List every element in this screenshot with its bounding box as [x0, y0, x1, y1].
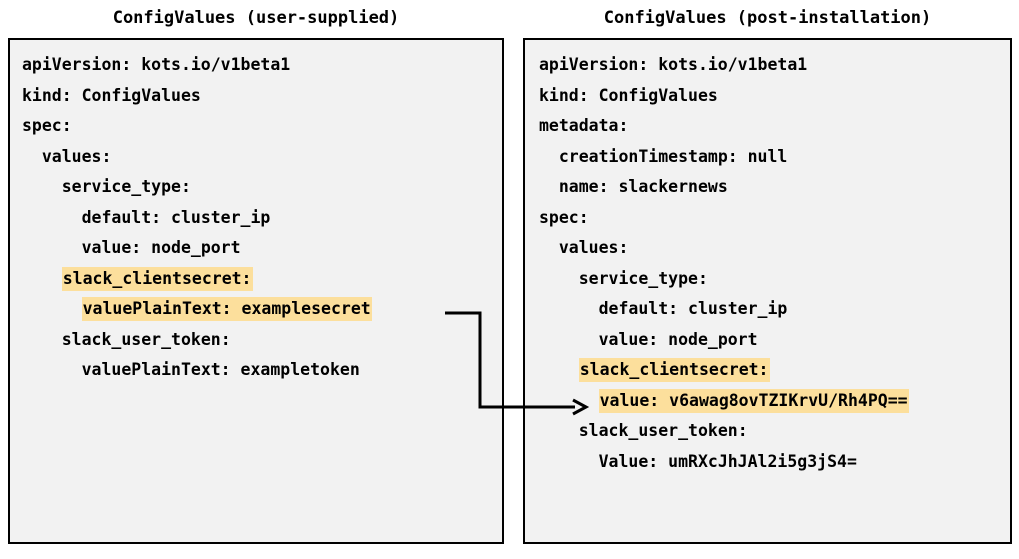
line-text: default: cluster_ip [81, 207, 271, 227]
line-text: metadata: [539, 116, 629, 135]
line-indent [539, 147, 559, 166]
right-panel-title: ConfigValues (post-installation) [603, 8, 932, 28]
line-text: valuePlainText: exampletoken [81, 360, 360, 379]
config-line: service_type: [525, 264, 1010, 295]
line-indent [539, 330, 599, 349]
config-line: name: slackernews [525, 172, 1010, 203]
line-text: value: node_port [598, 329, 758, 349]
config-line: slack_user_token: [525, 416, 1010, 447]
line-text: name: slackernews [558, 177, 728, 196]
config-line: metadata: [525, 111, 1010, 142]
config-line: default: cluster_ip [525, 294, 1010, 325]
line-indent [539, 360, 579, 379]
line-text: kind: ConfigValues [539, 85, 718, 105]
config-line: spec: [10, 111, 502, 142]
config-line: valuePlainText: examplesecret [10, 294, 502, 325]
line-indent [539, 299, 599, 318]
line-indent [22, 177, 62, 196]
config-line: service_type: [10, 172, 502, 203]
line-text: slack_user_token: [578, 421, 748, 440]
line-indent [22, 269, 62, 288]
config-line: slack_user_token: [10, 325, 502, 356]
line-text: value: node_port [81, 238, 241, 257]
line-text: slack_user_token: [61, 329, 231, 349]
config-line: creationTimestamp: null [525, 142, 1010, 173]
config-line: valuePlainText: exampletoken [10, 355, 502, 386]
line-text: creationTimestamp: null [558, 146, 788, 166]
right-config-panel: apiVersion: kots.io/v1beta1 kind: ConfigV… [523, 38, 1012, 544]
config-line: values: [525, 233, 1010, 264]
line-text: default: cluster_ip [598, 299, 788, 318]
config-line: values: [10, 142, 502, 173]
line-text: values: [41, 146, 112, 166]
config-line: value: v6awag8ovTZIKrvU/Rh4PQ== [525, 386, 1010, 417]
config-line: kind: ConfigValues [10, 81, 502, 112]
left-panel-title: ConfigValues (user-supplied) [112, 8, 400, 28]
config-line: default: cluster_ip [10, 203, 502, 234]
config-line: apiVersion: kots.io/v1beta1 [525, 50, 1010, 81]
line-indent [22, 238, 82, 257]
line-indent [539, 269, 579, 288]
line-indent [22, 360, 82, 379]
config-line: Value: umRXcJhJAl2i5g3jS4= [525, 447, 1010, 478]
line-indent [22, 208, 82, 227]
line-indent [539, 177, 559, 196]
config-line: value: node_port [525, 325, 1010, 356]
highlighted-line-text: valuePlainText: examplesecret [81, 297, 372, 321]
highlighted-line-text: slack_clientsecret: [578, 358, 770, 382]
line-text: service_type: [61, 177, 191, 196]
config-line: slack_clientsecret: [10, 264, 502, 295]
config-line: apiVersion: kots.io/v1beta1 [10, 50, 502, 81]
left-config-lines: apiVersion: kots.io/v1beta1 kind: ConfigV… [10, 50, 502, 386]
line-text: apiVersion: kots.io/v1beta1 [22, 55, 291, 74]
line-indent [539, 452, 599, 471]
config-line: spec: [525, 203, 1010, 234]
highlighted-line-text: value: v6awag8ovTZIKrvU/Rh4PQ== [598, 388, 909, 413]
config-line: slack_clientsecret: [525, 355, 1010, 386]
line-indent [539, 421, 579, 440]
line-text: spec: [22, 116, 72, 135]
highlighted-line-text: slack_clientsecret: [61, 266, 253, 291]
right-config-lines: apiVersion: kots.io/v1beta1 kind: ConfigV… [525, 50, 1010, 477]
config-line: kind: ConfigValues [525, 81, 1010, 112]
line-indent [22, 299, 82, 318]
line-indent [22, 147, 42, 166]
line-indent [539, 238, 559, 257]
line-text: spec: [539, 207, 589, 227]
left-config-panel: apiVersion: kots.io/v1beta1 kind: ConfigV… [8, 38, 504, 544]
line-text: kind: ConfigValues [22, 85, 201, 105]
line-indent [539, 391, 599, 410]
line-text: values: [558, 238, 629, 257]
line-text: service_type: [578, 268, 708, 288]
line-text: apiVersion: kots.io/v1beta1 [539, 55, 808, 74]
config-line: value: node_port [10, 233, 502, 264]
line-text: Value: umRXcJhJAl2i5g3jS4= [598, 451, 857, 471]
line-indent [22, 330, 62, 349]
